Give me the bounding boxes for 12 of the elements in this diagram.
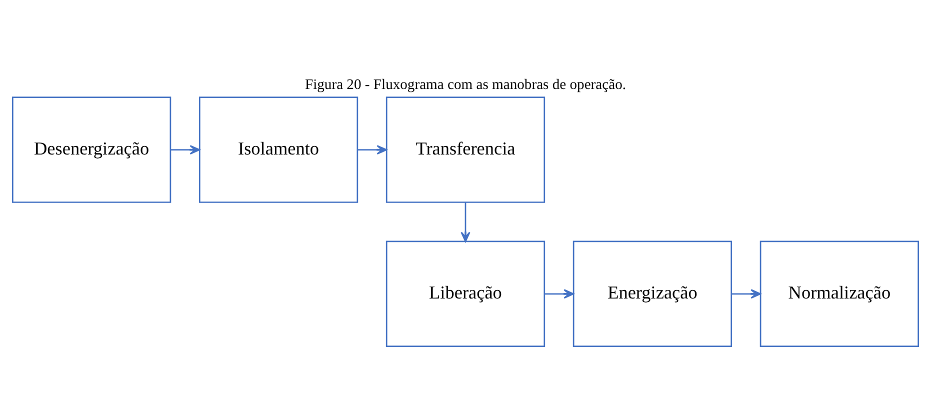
arrow <box>460 202 470 242</box>
diagram-title: Figura 20 - Fluxograma com as manobras de operação. <box>304 76 626 92</box>
arrow <box>544 288 574 298</box>
node-box: Energização <box>572 240 732 347</box>
node-box: Isolamento <box>198 96 358 202</box>
arrow <box>732 288 762 298</box>
node-box: Desenergização <box>12 96 172 202</box>
node-box: Normalização <box>760 240 920 347</box>
node-box: Liberação <box>386 240 546 347</box>
node-box: Transferencia <box>386 96 546 202</box>
arrow <box>170 144 200 154</box>
arrow <box>358 144 388 154</box>
